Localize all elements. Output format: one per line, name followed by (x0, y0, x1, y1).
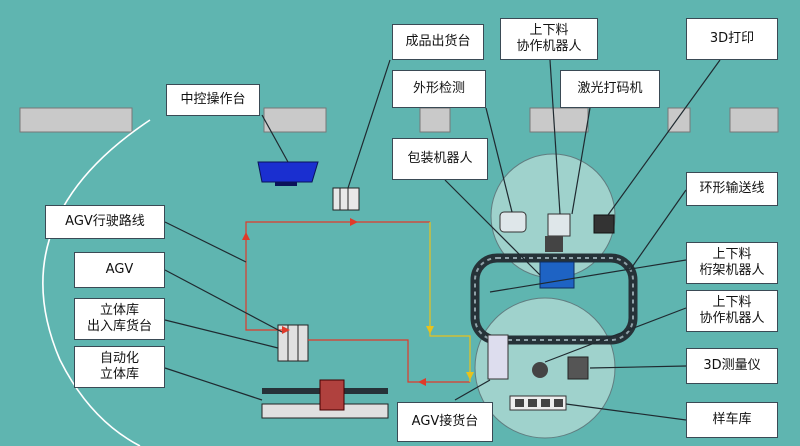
label-finished-shipping: 成品出货台 (392, 24, 484, 60)
agv-route-yellow (429, 222, 471, 382)
label-loading-cobot-top: 上下料 协作机器人 (500, 18, 598, 60)
label-packaging-robot: 包装机器人 (392, 138, 488, 180)
console-base (275, 182, 297, 186)
leader-agv-receiving (454, 379, 491, 401)
sample-slot (541, 399, 550, 407)
sample-slot (515, 399, 524, 407)
wall-segment-left (19, 107, 133, 133)
sample-slot (554, 399, 563, 407)
arrow-head (418, 378, 426, 386)
printer-3d-unit (593, 214, 615, 234)
leader-finished-shipping (347, 59, 391, 189)
label-agv: AGV (74, 252, 165, 288)
leader-laser-marking (571, 107, 591, 215)
leader-sample-library (565, 403, 687, 421)
leader-packaging-robot (444, 179, 541, 276)
agv-route-red-return (308, 339, 470, 383)
label-3d-print: 3D打印 (686, 18, 778, 60)
label-sample-library: 样车库 (686, 402, 778, 438)
leader-shape-inspection (485, 107, 513, 213)
central-console-desk (257, 161, 319, 183)
leader-agv-path (164, 221, 247, 263)
label-central-console: 中控操作台 (166, 84, 260, 116)
arrow-head (242, 232, 250, 240)
leader-3d-print (607, 59, 721, 216)
packaging-station (539, 261, 575, 289)
agv-route-red-outbound (245, 221, 430, 331)
sample-slot (528, 399, 537, 407)
arrow-head (282, 326, 290, 334)
wall-segment-right (529, 107, 589, 133)
label-laser-marking: 激光打码机 (560, 70, 660, 108)
label-ring-conveyor: 环形输送线 (686, 172, 778, 206)
label-3d-measure: 3D测量仪 (686, 348, 778, 384)
shape-inspection-unit (499, 211, 527, 233)
ring-conveyor-rollers (474, 257, 634, 341)
cobot-top-unit (545, 236, 563, 252)
arrow-head (466, 372, 474, 380)
label-shape-inspection: 外形检测 (392, 70, 486, 108)
arrow-head (350, 218, 358, 226)
leader-gantry (489, 259, 687, 293)
wall-segment-edge (729, 107, 779, 133)
arrow-head (426, 326, 434, 334)
leader-cobot-bottom (544, 307, 687, 363)
label-gantry-robot: 上下料 桁架机器人 (686, 242, 778, 284)
measure-3d-unit (567, 356, 589, 380)
wall-segment-small (419, 107, 451, 133)
leader-central-console (261, 114, 289, 163)
leader-ring-conveyor (629, 189, 687, 271)
auto-warehouse-stacker (319, 379, 345, 411)
label-agv-receiving: AGV接货台 (397, 402, 493, 442)
agv-receiving-rack (487, 334, 509, 380)
leader-agv (164, 269, 283, 333)
building-arc (42, 119, 151, 446)
cobot-bottom-unit (532, 362, 548, 378)
leader-warehouse-io (164, 319, 279, 349)
wall-segment-far (667, 107, 691, 133)
wall-segment-mid (263, 107, 327, 133)
leader-3d-measure (589, 365, 687, 369)
leader-auto-warehouse (164, 367, 263, 401)
label-warehouse-io: 立体库 出入库货台 (74, 298, 165, 340)
finished-shipping-rack (332, 187, 360, 211)
leader-cobot-top (549, 59, 561, 215)
laser-marker-unit (547, 213, 571, 237)
label-auto-warehouse: 自动化 立体库 (74, 346, 165, 388)
label-cobot-bottom: 上下料 协作机器人 (686, 290, 778, 332)
label-agv-path: AGV行驶路线 (45, 205, 165, 239)
